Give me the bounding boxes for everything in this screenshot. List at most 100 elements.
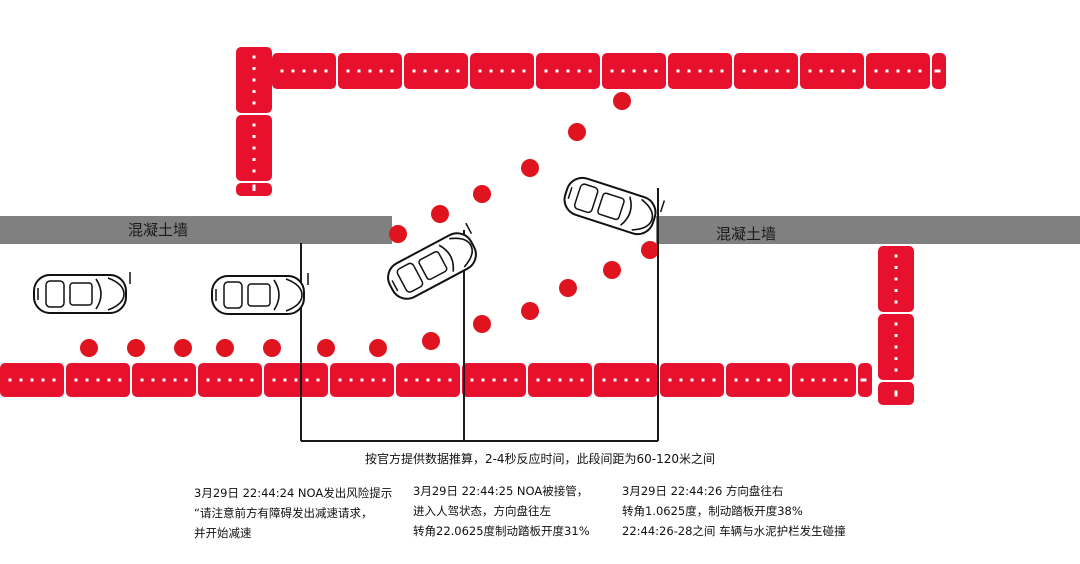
barrier-hole	[415, 378, 419, 382]
barrier-hole	[833, 378, 837, 382]
car-4	[563, 176, 666, 236]
barrier-hole	[885, 69, 889, 73]
barrier-hole	[140, 378, 144, 382]
barrier-hole	[547, 378, 551, 382]
barrier-hole	[360, 378, 364, 382]
barrier-hole	[382, 378, 386, 382]
barrier-hole	[423, 69, 427, 73]
barrier-hole	[404, 378, 408, 382]
barrier-hole	[390, 69, 394, 73]
barrier-hole	[907, 69, 911, 73]
barrier-hole	[252, 188, 256, 191]
concrete-wall-left	[0, 216, 392, 244]
barrier-hole	[283, 378, 287, 382]
note-line: 3月29日 22:44:25 NOA被接管，	[413, 484, 589, 498]
barrier-hole	[252, 146, 256, 150]
barrier-hole	[734, 378, 738, 382]
barrier-hole	[8, 378, 12, 382]
barrier-hole	[742, 69, 746, 73]
barrier-hole	[228, 378, 232, 382]
barrier-hole	[894, 368, 898, 372]
barrier-hole	[52, 378, 56, 382]
barrier-hole	[894, 357, 898, 360]
barrier-hole	[316, 378, 320, 382]
barrier-right-vertical	[878, 246, 914, 405]
barrier-hole	[690, 378, 694, 382]
barrier-hole	[252, 186, 256, 190]
barrier-hole	[701, 378, 705, 382]
barrier-hole	[775, 69, 779, 73]
barrier-hole	[412, 69, 416, 73]
barrier-hole	[894, 277, 898, 281]
barrier-hole	[894, 266, 898, 269]
barrier-hole	[19, 378, 23, 382]
trajectory-dot	[369, 339, 387, 357]
trajectory-dot	[127, 339, 145, 357]
barrier-hole	[252, 169, 256, 173]
barrier-hole	[934, 69, 938, 73]
barrier-hole	[852, 69, 856, 73]
barrier-hole	[184, 378, 188, 382]
barrier-hole	[894, 254, 898, 258]
note-line: “请注意前方有障碍发出减速请求，	[194, 506, 373, 520]
trajectory-dots	[80, 92, 659, 357]
trajectory-dot	[473, 315, 491, 333]
trajectory-dot	[263, 339, 281, 357]
barrier-hole	[709, 69, 713, 73]
barrier-hole	[687, 69, 691, 73]
trajectory-dot	[559, 279, 577, 297]
barrier-hole	[448, 378, 452, 382]
barrier-hole	[624, 378, 628, 382]
note-line: 3月29日 22:44:26 方向盘往右	[622, 484, 784, 498]
barrier-hole	[239, 378, 243, 382]
barrier-hole	[646, 378, 650, 382]
barrier-hole	[151, 378, 155, 382]
timeline-note-3: 3月29日 22:44:26 方向盘往右 转角1.0625度，制动踏板开度38%…	[622, 481, 846, 541]
barrier-hole	[894, 300, 898, 304]
barrier-hole	[918, 69, 922, 73]
barrier-hole	[368, 69, 372, 73]
barrier-hole	[894, 289, 898, 292]
barrier-hole	[753, 69, 757, 73]
barrier-hole	[357, 69, 361, 73]
barrier-hole	[860, 378, 864, 382]
trajectory-dot	[521, 159, 539, 177]
trajectory-dot	[473, 185, 491, 203]
barrier-hole	[250, 378, 254, 382]
barrier-hole	[643, 69, 647, 73]
trajectory-dot	[431, 205, 449, 223]
barrier-hole	[272, 378, 276, 382]
concrete-wall-right	[656, 216, 1080, 244]
barrier-left-vertical	[236, 47, 272, 196]
barrier-hole	[808, 69, 812, 73]
barrier-hole	[107, 378, 111, 382]
barrier-hole	[536, 378, 540, 382]
trajectory-dot	[317, 339, 335, 357]
barrier-hole	[206, 378, 210, 382]
barrier-hole	[566, 69, 570, 73]
barrier-group	[0, 47, 946, 405]
barrier-hole	[588, 69, 592, 73]
wall-label-right: 混凝土墙	[716, 225, 777, 243]
barrier-hole	[489, 69, 493, 73]
barrier-hole	[522, 69, 526, 73]
barrier-hole	[613, 378, 617, 382]
barrier-hole	[252, 123, 256, 127]
wall-label-left: 混凝土墙	[128, 221, 189, 239]
barrier-hole	[767, 378, 771, 382]
trajectory-dot	[521, 302, 539, 320]
barrier-hole	[822, 378, 826, 382]
barrier-hole	[503, 378, 507, 382]
barrier-hole	[371, 378, 375, 382]
barrier-hole	[621, 69, 625, 73]
barrier-hole	[514, 378, 518, 382]
barrier-hole	[324, 69, 328, 73]
barrier-hole	[445, 69, 449, 73]
trajectory-dot	[80, 339, 98, 357]
barrier-hole	[894, 345, 898, 349]
barrier-hole	[492, 378, 496, 382]
barrier-hole	[841, 69, 845, 73]
barrier-hole	[558, 378, 562, 382]
barrier-hole	[610, 69, 614, 73]
trajectory-dot	[641, 241, 659, 259]
